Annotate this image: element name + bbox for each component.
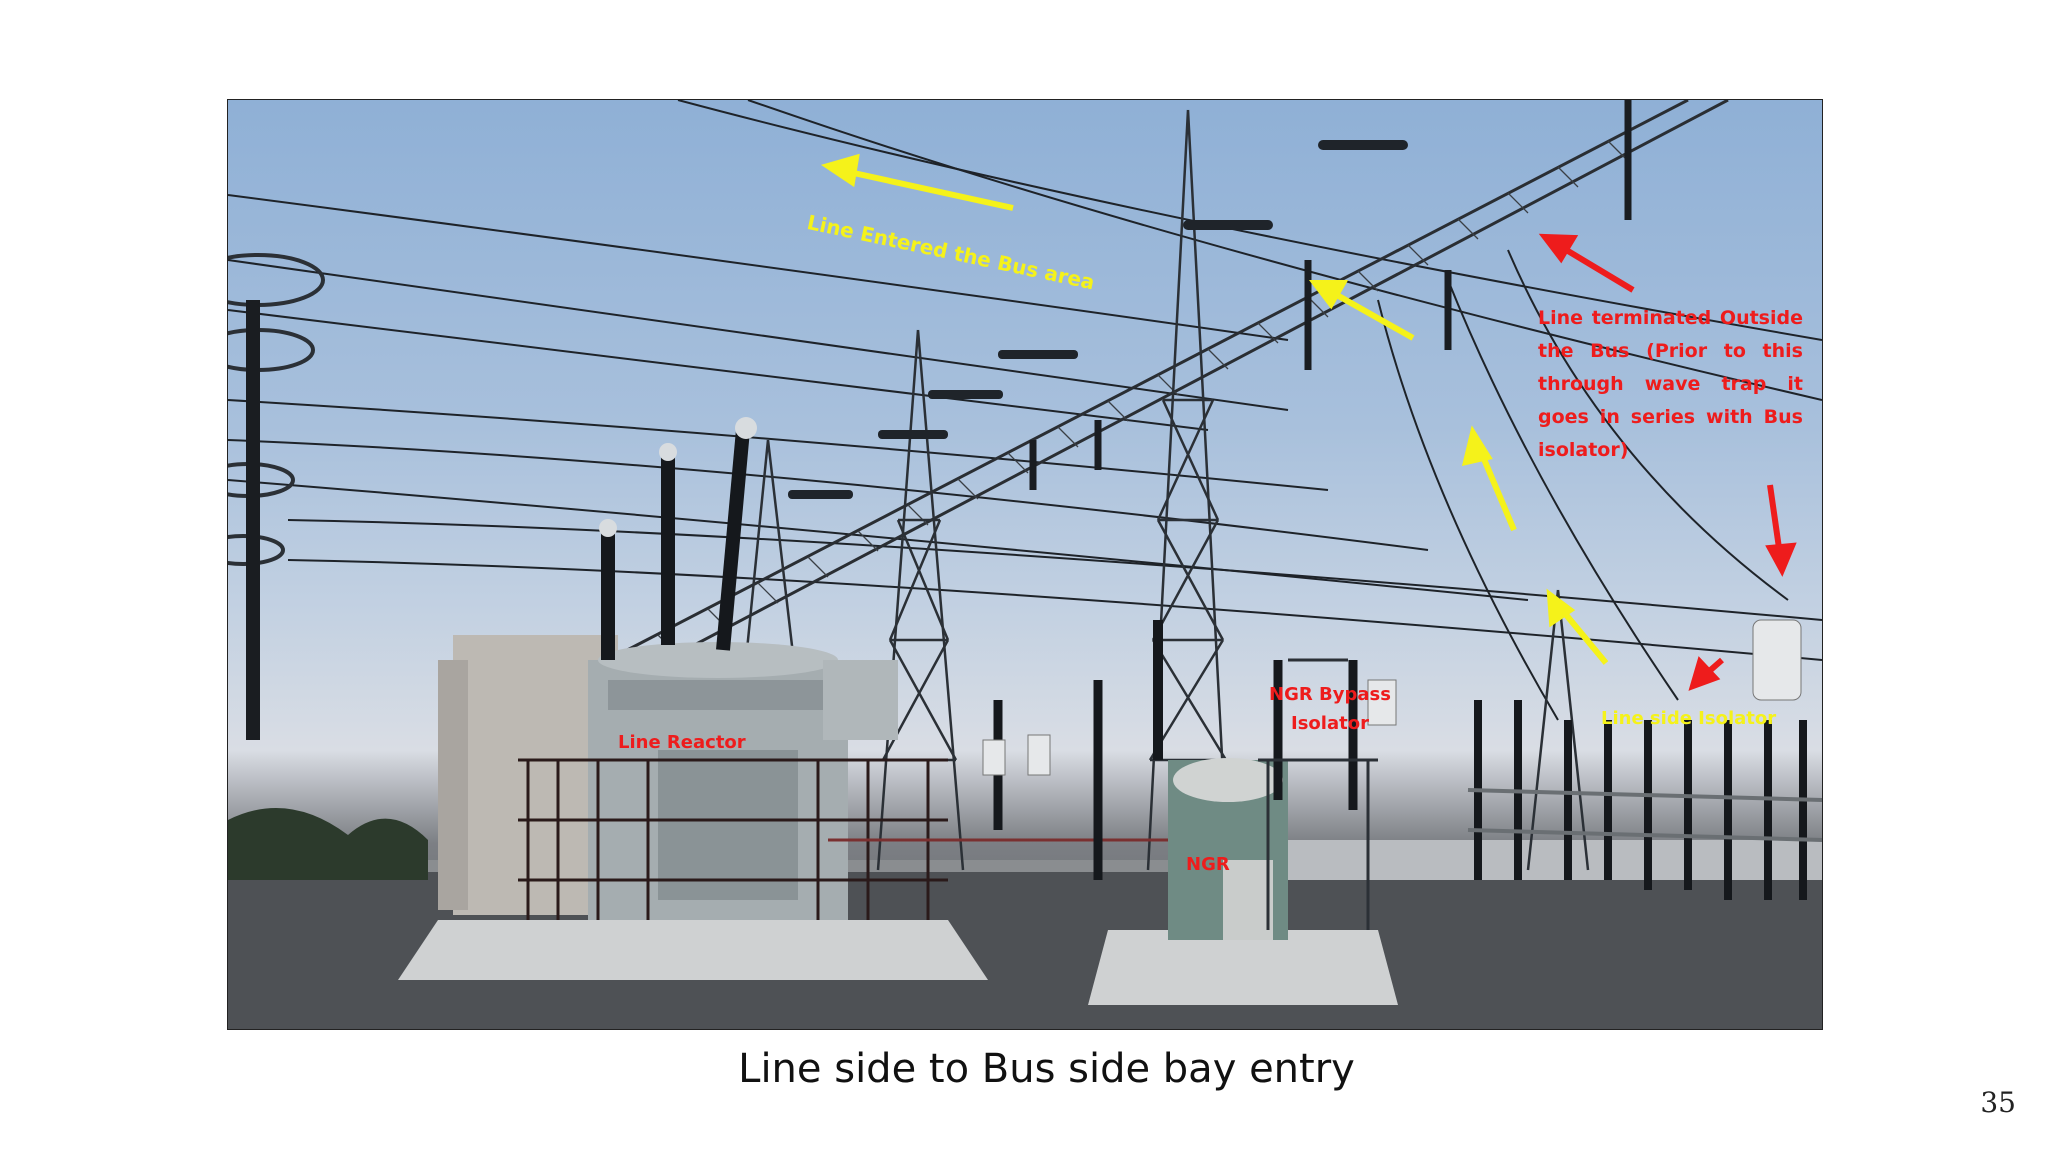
line-reactor-unit — [588, 642, 898, 920]
foundation-plinths — [398, 920, 1398, 1005]
grading-rings — [228, 253, 325, 566]
annotation-arrows-yellow — [820, 153, 1609, 665]
slide-caption: Line side to Bus side bay entry — [738, 1046, 1355, 1092]
annotation-ngr-bypass-isolator: NGR Bypass Isolator — [1269, 684, 1391, 734]
annotation-line-terminated: Line terminated Outside the Bus (Prior t… — [1538, 307, 1803, 461]
tree-silhouette — [228, 808, 428, 880]
reactor-bushings — [601, 429, 750, 660]
boundary-wall — [1278, 840, 1822, 880]
annotation-line-side-isolator: Line side Isolator — [1601, 708, 1777, 729]
page-number: 35 — [1980, 1086, 2016, 1119]
scaffolding — [518, 758, 948, 980]
substation-illustration — [228, 100, 1822, 1029]
beam-clamps — [788, 140, 1408, 499]
current-transformers — [982, 619, 1802, 776]
annotation-arrows-red — [1538, 233, 1797, 691]
substation-photo: Line Entered the Bus area Line terminate… — [227, 99, 1823, 1030]
annotation-ngr: NGR — [1186, 854, 1230, 875]
annotation-line-reactor: Line Reactor — [618, 732, 746, 753]
bushing-caps — [599, 417, 757, 537]
insulator-strings — [1029, 100, 1632, 490]
